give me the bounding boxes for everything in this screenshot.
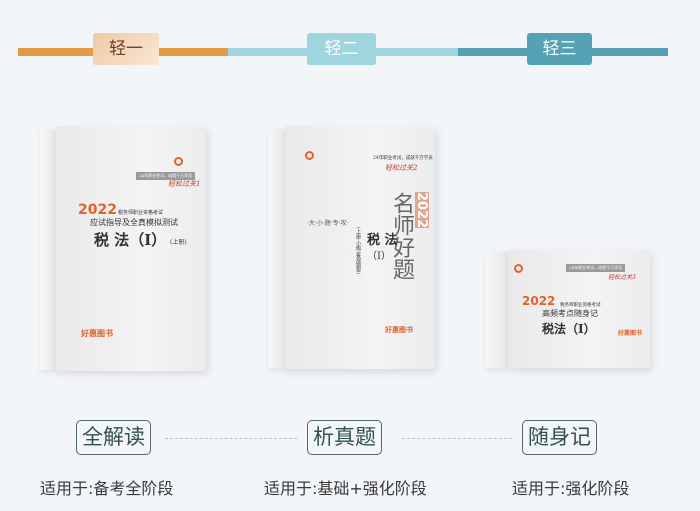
feature-caption-3: 适用于:强化阶段 [512,479,630,498]
book-2-badge: 好惠图书 [385,326,413,334]
book-1-series: 轻松过关1 [168,180,201,188]
dashed-connector-1 [165,438,297,439]
dashed-connector-2 [402,438,512,439]
book-2-subtitle: 名师好题 [389,192,414,280]
book-3-series: 轻松过关3 [608,274,636,281]
book-2-tagline: ·大·小·题·专·攻· [307,220,349,227]
book-3-title: 税法（I） [542,322,596,336]
book-3-year: 2022 [522,294,556,308]
stage-tag-1: 轻一 [93,33,159,65]
feature-caption-2: 适用于:基础+强化阶段 [264,479,427,498]
book-3-badge: 好惠图书 [618,330,643,337]
logo-icon [174,157,183,166]
book-1-title: 税 法（I） [94,231,167,249]
book-1-year: 2022 [78,202,117,218]
book-1-exam: 税务师职业资格考试 [118,210,164,216]
book-1-slogan: 24年职业考试，成就千万学员 [136,172,196,180]
stage-tag-2: 轻二 [307,33,376,65]
book-2-series: 轻松过关2 [385,164,418,172]
logo-icon [514,264,523,273]
stage-tag-3: 轻三 [527,33,592,65]
book-2-title: 税 法 [367,233,398,248]
book-1-volume: (上册) [170,239,187,246]
feature-label-3: 随身记 [522,420,597,455]
book-1-badge: 好惠图书 [81,329,113,338]
book-1-spine [40,130,58,370]
book-2-roman: （I） [367,251,391,262]
feature-label-1: 全解读 [76,420,151,455]
book-2-spine [268,130,288,368]
book-2-year: 2022 [414,192,429,229]
book-2-volume: (上册·小题 客观题型) [355,227,361,275]
book-2-slogan: 24年职业考试，成就千万学员 [373,156,433,161]
feature-label-2: 析真题 [307,420,382,455]
book-3-subtitle: 高频考点随身记 [542,309,598,318]
feature-caption-1: 适用于:备考全阶段 [40,479,174,498]
book-3-spine [485,252,509,368]
book-2-cover: 24年职业考试，成就千万学员 轻松过关2 2022 名师好题 ·大·小·题·专·… [285,127,435,369]
book-1-subtitle: 应试指导及全真模拟测试 [90,218,178,227]
book-1-cover: 24年职业考试，成就千万学员 轻松过关1 2022 税务师职业资格考试 应试指导… [56,127,206,371]
book-3-cover: 24年职业考试，成就千万学员 轻松过关3 2022 税务师职业资格考试 高频考点… [508,250,650,368]
book-3-slogan: 24年职业考试，成就千万学员 [566,264,626,272]
logo-icon [305,151,314,160]
book-3-exam: 税务师职业资格考试 [560,303,601,308]
